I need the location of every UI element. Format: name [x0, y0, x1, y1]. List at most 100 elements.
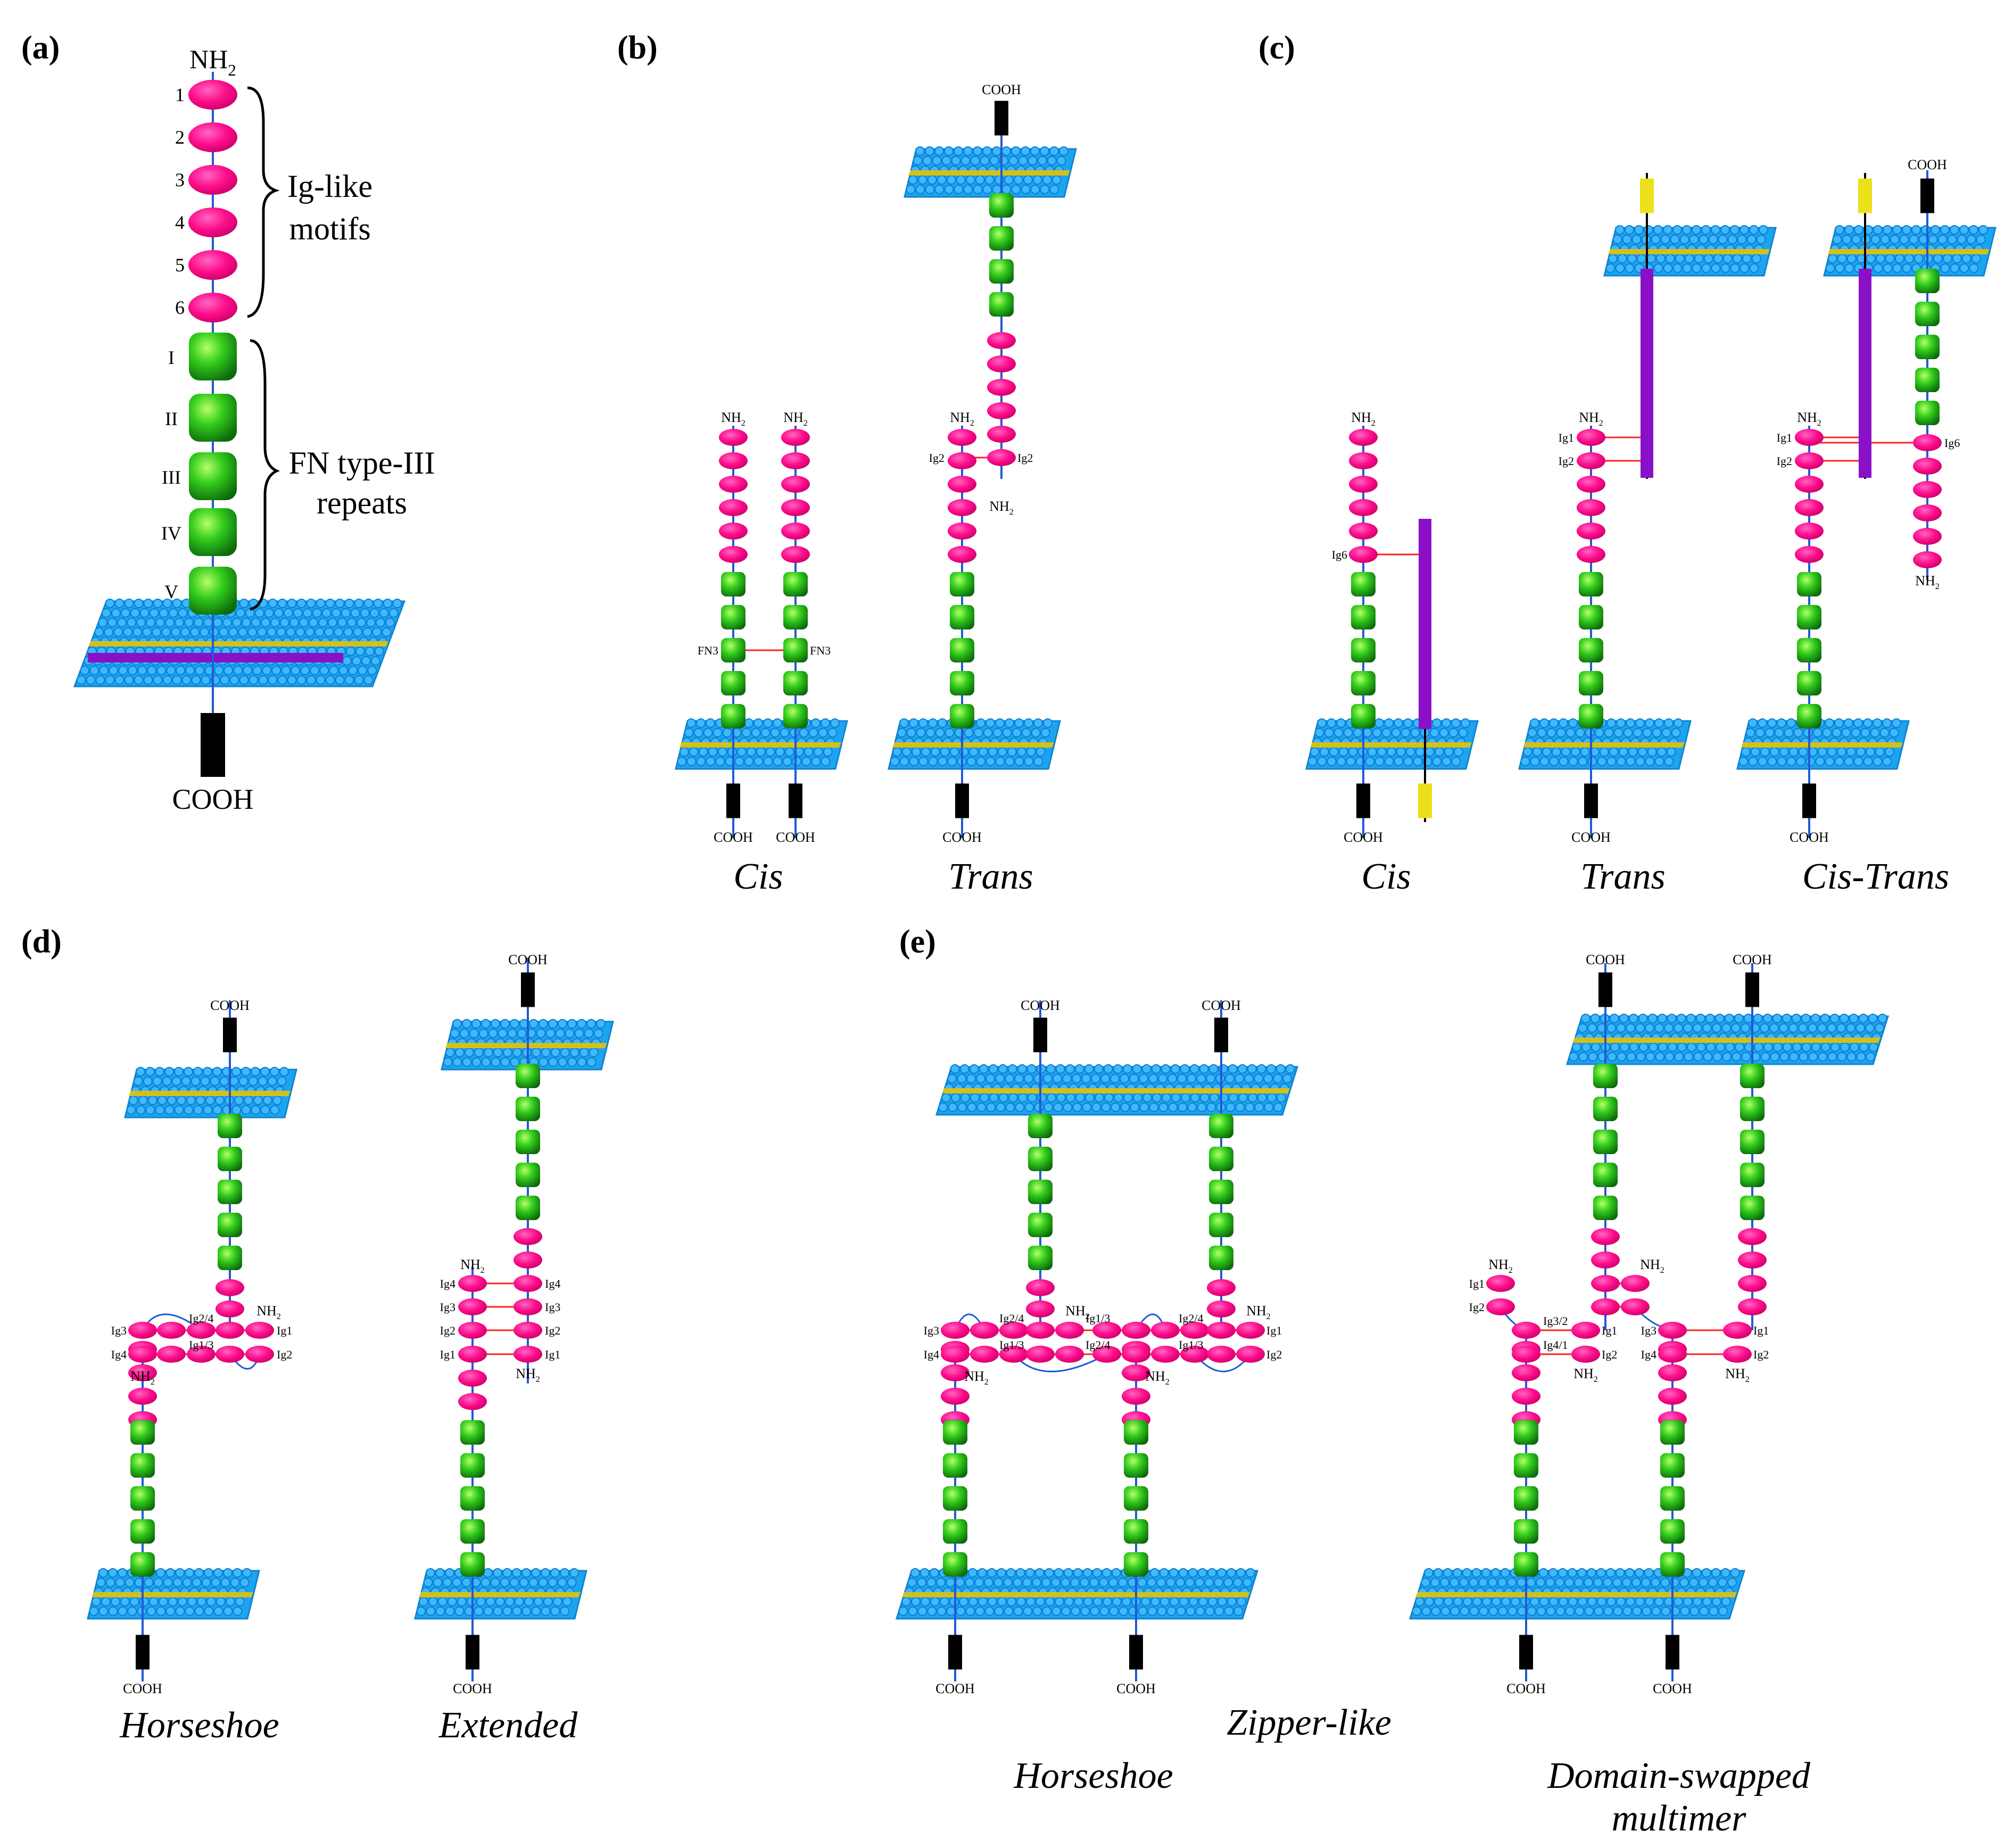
lipid-head — [1786, 757, 1796, 766]
ig-domain — [128, 1364, 157, 1381]
lipid-head — [1712, 1052, 1722, 1062]
lipid-head — [1530, 718, 1540, 728]
ig1-label: Ig1 — [440, 1348, 455, 1361]
ig-domain — [781, 523, 810, 540]
lipid-head — [345, 647, 355, 656]
lipid-head — [1021, 728, 1031, 737]
lipid-head — [1348, 747, 1358, 757]
lipid-head — [1081, 1074, 1091, 1083]
lipid-head — [1479, 1606, 1489, 1616]
lipid-head — [1584, 1606, 1594, 1616]
lipid-head — [1853, 718, 1863, 728]
lipid-head — [1931, 225, 1941, 235]
lipid-head — [1030, 146, 1040, 156]
lipid-head — [1032, 1606, 1042, 1616]
ig-domain — [513, 1228, 542, 1245]
lipid-head — [1825, 263, 1835, 273]
nh2-label: NH2 — [964, 1369, 989, 1387]
lipid-head — [1021, 185, 1031, 194]
lipid-head — [1882, 757, 1892, 766]
lipid-head — [229, 1076, 239, 1086]
lipid-head — [1101, 1568, 1112, 1578]
lipid-head — [162, 1076, 172, 1086]
lipid-head — [586, 1019, 597, 1029]
lipid-head — [1730, 225, 1740, 235]
lipid-head — [1158, 1103, 1169, 1112]
lipid-head — [1855, 1023, 1866, 1033]
ig-domain — [1658, 1322, 1687, 1339]
lipid-head — [1727, 235, 1737, 244]
lipid-head — [1051, 1578, 1061, 1587]
lipid-head — [1110, 1074, 1120, 1083]
partner-protein — [1859, 269, 1871, 478]
ig-domain — [1658, 1388, 1687, 1405]
ig-domain — [987, 449, 1016, 466]
lipid-head — [109, 666, 119, 675]
lipid-head — [1256, 1064, 1266, 1074]
ig-domain — [1913, 481, 1942, 498]
lipid-head — [1471, 1568, 1481, 1578]
fn3-domain — [950, 605, 974, 629]
lipid-head — [1701, 225, 1711, 235]
fn3-domain — [460, 1552, 485, 1577]
lipid-head — [509, 1578, 519, 1587]
lipid-head — [1001, 146, 1012, 156]
labels: (a)NH2123456IIIIIIIVVCOOHIg-likemotifsFN… — [21, 30, 1960, 1839]
lipid-head — [1653, 225, 1663, 235]
lipid-head — [176, 1096, 186, 1105]
lipid-head — [192, 1578, 202, 1587]
lipid-head — [1276, 1093, 1286, 1103]
cooh-label: COOH — [776, 830, 815, 845]
lipid-head — [293, 608, 303, 618]
lipid-head — [763, 757, 773, 766]
lipid-head — [1443, 1597, 1453, 1606]
lipid-head — [1149, 1568, 1159, 1578]
lipid-head — [512, 1568, 522, 1578]
lipid-head — [947, 1074, 957, 1083]
lipid-head — [134, 675, 144, 685]
lipid-head — [1013, 175, 1023, 185]
lipid-head — [1788, 747, 1799, 757]
cooh-label: COOH — [1790, 830, 1829, 845]
lipid-head — [325, 675, 335, 685]
lipid-head — [890, 757, 900, 766]
fn3-domain — [516, 1064, 540, 1088]
fn3-domain — [460, 1453, 485, 1478]
lipid-head — [1854, 225, 1864, 235]
lipid-head — [363, 675, 374, 685]
lipid-head — [1016, 747, 1026, 757]
lipid-head — [1947, 235, 1957, 244]
ig6-label: Ig6 — [1944, 436, 1960, 450]
fn3-domain — [218, 1114, 242, 1138]
lipid-head — [1782, 1014, 1792, 1023]
lipid-head — [1353, 728, 1363, 737]
lipid-head — [1338, 747, 1348, 757]
lipid-head — [296, 599, 306, 608]
lipid-head — [1880, 235, 1890, 244]
lipid-head — [147, 1096, 158, 1105]
brace — [247, 86, 280, 318]
cytoplasmic-tail — [955, 783, 969, 818]
lipid-head — [478, 1029, 488, 1038]
ig-domain — [1122, 1322, 1150, 1339]
lipid-head — [174, 1067, 184, 1076]
lipid-head — [934, 185, 945, 194]
lipid-head — [1699, 235, 1709, 244]
cytoplasmic-tail — [726, 783, 740, 818]
lipid-head — [1645, 718, 1655, 728]
lipid-head — [1177, 1074, 1187, 1083]
lipid-head — [983, 728, 993, 737]
lipid-head — [220, 1578, 230, 1587]
lipid-head — [531, 1048, 541, 1057]
lipid-head — [1835, 263, 1845, 273]
lipid-head — [1065, 1064, 1075, 1074]
lipid-head — [1612, 235, 1622, 244]
lipid-head — [1655, 1052, 1665, 1062]
lipid-head — [1273, 1074, 1283, 1083]
lipid-head — [1718, 235, 1728, 244]
lipid-head — [1708, 1578, 1718, 1587]
fn3-label: FN3 — [810, 644, 831, 657]
lipid-head — [209, 627, 219, 637]
fn3-domain — [1740, 1097, 1765, 1121]
lipid-head — [201, 675, 211, 685]
